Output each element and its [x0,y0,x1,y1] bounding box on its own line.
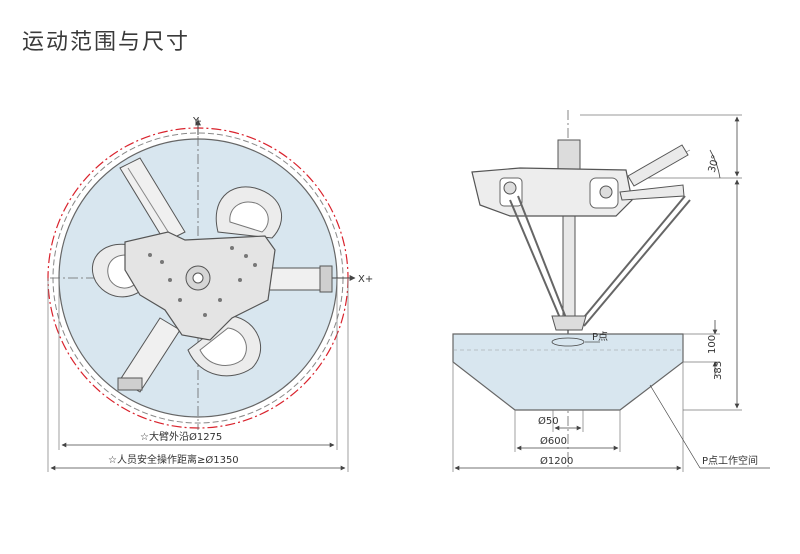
arm-lower-left [117,317,181,393]
dim-50: Ø50 [538,415,559,427]
motor-housing-bottom [187,315,262,377]
side-base-housing [471,167,633,217]
base-plate [124,231,276,341]
axis-y-label: Y- [192,116,202,127]
axis-x-label: X+ [358,274,373,285]
p-point-label: P点 [592,331,608,343]
side-view: 30° P点 [452,110,770,472]
workspace-volume [452,333,684,411]
dim-383: 383 [713,361,724,380]
page-title: 运动范围与尺寸 [22,30,191,55]
workspace-label: P点工作空间 [702,454,758,467]
motor-housing-top [215,186,282,239]
dim-600: Ø600 [540,435,567,447]
dim-arm-outer: ☆大臂外沿Ø1275 [140,430,222,443]
dim-1200: Ø1200 [540,455,573,467]
top-view: Y- X+ ☆大臂外沿Ø1275 ☆人员安全操作距离≥Ø1350 [47,116,373,472]
dim-100: 100 [707,335,718,354]
dim-safety: ☆人员安全操作距离≥Ø1350 [108,453,239,466]
arm-upper-left [119,157,186,243]
angle-label: 30° [707,154,722,174]
